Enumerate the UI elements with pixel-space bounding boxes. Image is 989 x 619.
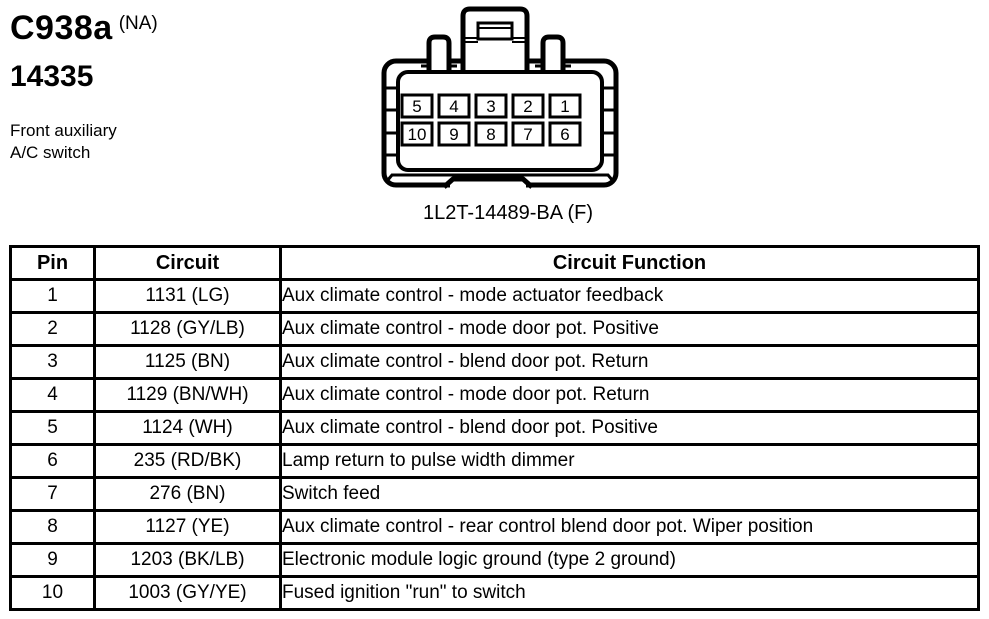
circuit-cell: 1131 (LG) <box>93 278 282 314</box>
connector-part-label: 1L2T-14489-BA (F) <box>422 202 594 224</box>
function-cell: Aux climate control - rear control blend… <box>279 509 980 545</box>
pin-cell: 8 <box>9 509 96 545</box>
pin-cell: 9 <box>9 542 96 578</box>
latch-detail-box <box>476 21 514 41</box>
table-header-row: Pin Circuit Circuit Function <box>9 245 980 281</box>
connector-id: C938a <box>10 9 113 47</box>
pin-cavity-2: 2 <box>511 93 545 119</box>
svg-text:2: 2 <box>523 97 532 116</box>
function-cell: Switch feed <box>279 476 980 512</box>
pin-cell: 6 <box>9 443 96 479</box>
pin-cavity-8: 8 <box>474 121 508 147</box>
function-cell: Electronic module logic ground (type 2 g… <box>279 542 980 578</box>
pin-cell: 1 <box>9 278 96 314</box>
circuit-cell: 1124 (WH) <box>93 410 282 446</box>
pin-cavity-10: 10 <box>400 121 434 147</box>
svg-text:6: 6 <box>560 125 569 144</box>
pin-cavity-9: 9 <box>437 121 471 147</box>
part-number: 14335 <box>10 60 94 93</box>
bottom-notch <box>442 176 534 189</box>
connector-description-line2: A/C switch <box>10 143 91 162</box>
pin-cavities: 5 4 3 2 1 10 <box>400 93 582 147</box>
pin-cavity-5: 5 <box>400 93 434 119</box>
circuit-cell: 1127 (YE) <box>93 509 282 545</box>
function-cell: Aux climate control - mode actuator feed… <box>279 278 980 314</box>
connector-id-block: C938a(NA) 14335 Front auxiliary A/C swit… <box>10 4 158 164</box>
pin-cell: 4 <box>9 377 96 413</box>
svg-text:10: 10 <box>408 125 427 144</box>
connector-inner-face <box>396 70 604 172</box>
svg-text:5: 5 <box>412 97 421 116</box>
pin-cavity-6: 6 <box>548 121 582 147</box>
page-title: C938a(NA) <box>10 4 158 48</box>
function-cell: Aux climate control - mode door pot. Ret… <box>279 377 980 413</box>
connector-prong-right <box>540 34 566 74</box>
pin-cell: 5 <box>9 410 96 446</box>
column-header-circuit: Circuit <box>93 245 282 281</box>
function-cell: Aux climate control - blend door pot. Re… <box>279 344 980 380</box>
side-ribs <box>386 86 614 157</box>
pin-cell: 3 <box>9 344 96 380</box>
circuit-cell: 1125 (BN) <box>93 344 282 380</box>
connector-prong-left <box>426 34 452 74</box>
column-header-pin: Pin <box>9 245 96 281</box>
connector-diagram: 5 4 3 2 1 10 <box>381 6 619 190</box>
circuit-cell: 1129 (BN/WH) <box>93 377 282 413</box>
pin-cavity-7: 7 <box>511 121 545 147</box>
pin-cell: 7 <box>9 476 96 512</box>
connector-description-line1: Front auxiliary <box>10 121 117 140</box>
circuit-cell: 1203 (BK/LB) <box>93 542 282 578</box>
connector-description: Front auxiliary A/C switch <box>10 120 158 164</box>
pin-cavity-4: 4 <box>437 93 471 119</box>
svg-text:3: 3 <box>486 97 495 116</box>
bottom-notch-mask <box>450 180 526 190</box>
circuit-cell: 235 (RD/BK) <box>93 443 282 479</box>
function-cell: Aux climate control - mode door pot. Pos… <box>279 311 980 347</box>
svg-text:9: 9 <box>449 125 458 144</box>
function-cell: Aux climate control - blend door pot. Po… <box>279 410 980 446</box>
circuit-cell: 1128 (GY/LB) <box>93 311 282 347</box>
svg-text:4: 4 <box>449 97 458 116</box>
pin-cell: 10 <box>9 575 96 611</box>
svg-text:7: 7 <box>523 125 532 144</box>
circuit-cell: 1003 (GY/YE) <box>93 575 282 611</box>
pin-cavity-3: 3 <box>474 93 508 119</box>
column-header-circuit-function: Circuit Function <box>279 245 980 281</box>
svg-text:8: 8 <box>486 125 495 144</box>
function-cell: Lamp return to pulse width dimmer <box>279 443 980 479</box>
function-cell: Fused ignition "run" to switch <box>279 575 980 611</box>
pin-cavity-1: 1 <box>548 93 582 119</box>
bottom-skirt-line <box>385 173 615 182</box>
pin-cell: 2 <box>9 311 96 347</box>
connector-id-suffix: (NA) <box>118 13 158 34</box>
svg-text:1: 1 <box>560 97 569 116</box>
circuit-cell: 276 (BN) <box>93 476 282 512</box>
